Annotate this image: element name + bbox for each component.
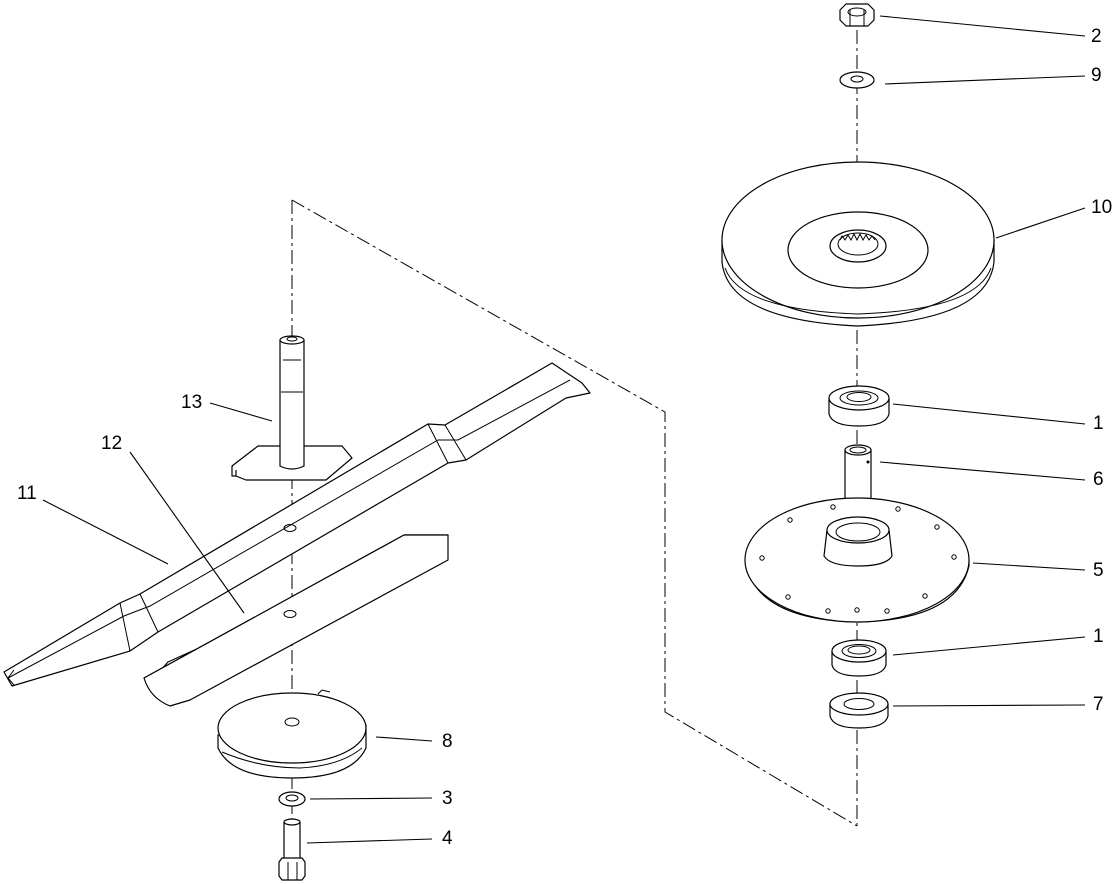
lower-bearing — [831, 639, 887, 677]
callout-8: 8 — [442, 731, 453, 752]
callout-4: 4 — [442, 828, 453, 849]
callout-11: 11 — [17, 483, 37, 504]
assembly-connector-line — [291, 199, 858, 827]
callout-10: 10 — [1091, 197, 1113, 218]
callout-12: 12 — [101, 433, 123, 454]
pulley — [721, 161, 995, 327]
callout-1-lower: 1 — [1093, 626, 1104, 647]
callout-13: 13 — [181, 392, 203, 413]
spindle-shaft — [231, 335, 353, 481]
callout-1-upper: 1 — [1093, 413, 1104, 434]
callout-7: 7 — [1093, 694, 1104, 715]
upper-bearing — [828, 385, 890, 427]
mower-blade — [3, 362, 591, 687]
callout-3: 3 — [442, 788, 453, 809]
callout-2: 2 — [1091, 26, 1102, 47]
callout-6: 6 — [1093, 469, 1104, 490]
callout-9: 9 — [1091, 65, 1102, 86]
lock-washer — [278, 791, 306, 807]
anti-scalp-cup — [217, 689, 367, 779]
leader-lines — [42, 15, 1086, 844]
spindle-housing — [744, 497, 970, 623]
flat-washer — [839, 71, 875, 89]
cap-screw — [278, 818, 306, 881]
seal — [829, 692, 889, 729]
callout-5: 5 — [1093, 560, 1104, 581]
hex-nut — [839, 3, 875, 27]
blade-stiffener — [143, 534, 449, 707]
